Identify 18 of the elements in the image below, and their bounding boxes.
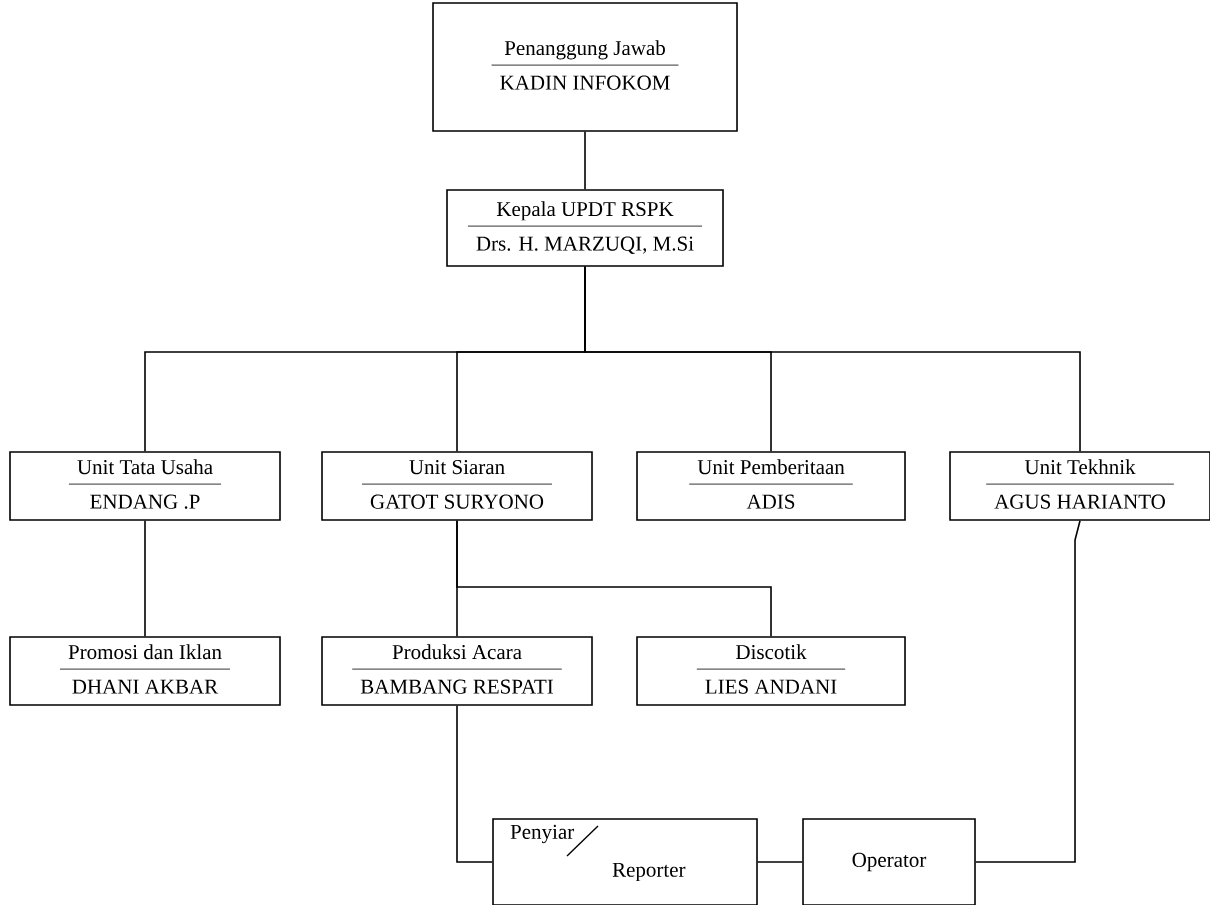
org-box: Promosi dan Iklan DHANI AKBAR — [9, 636, 281, 706]
org-box: Discotik LIES ANDANI — [636, 636, 906, 706]
org-box: Unit Tata Usaha ENDANG .P — [9, 451, 281, 521]
connector-line — [144, 520, 146, 637]
org-box: Unit Tekhnik AGUS HARIANTO — [949, 451, 1210, 521]
org-box: Unit Siaran GATOT SURYONO — [321, 451, 593, 521]
org-box: Kepala UPDT RSPK Drs. H. MARZUQI, M.Si — [446, 189, 724, 267]
org-box: Unit Pemberitaan ADIS — [636, 451, 906, 521]
connector-line — [757, 861, 803, 863]
connector-line — [584, 266, 1081, 452]
connector-line — [584, 131, 586, 190]
person-box: Penyiar Reporter — [492, 818, 758, 905]
org-box: Operator — [802, 818, 976, 905]
org-box: Produksi Acara BAMBANG RESPATI — [321, 636, 593, 706]
connector-line — [456, 520, 772, 637]
connector-line — [456, 705, 493, 863]
org-box: Penanggung Jawab KADIN INFOKOM — [432, 2, 738, 132]
connector-line — [975, 520, 1081, 863]
